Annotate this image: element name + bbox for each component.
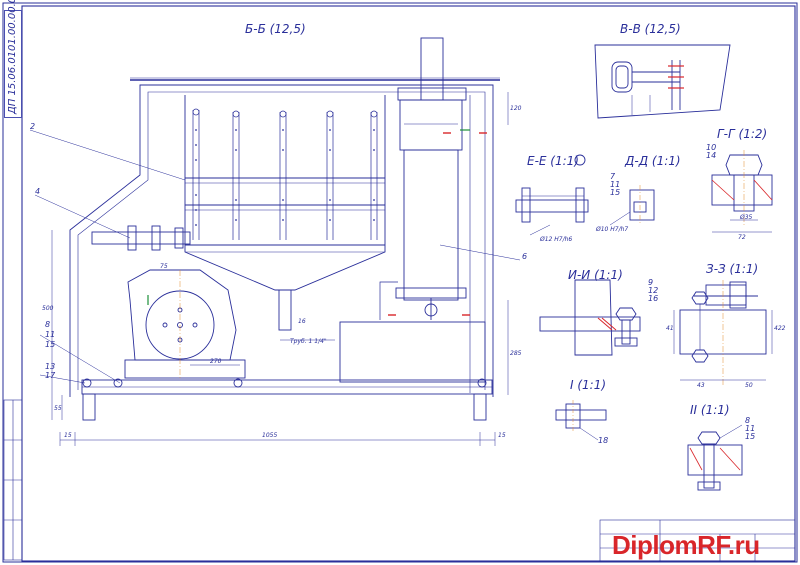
view-vv	[594, 44, 731, 119]
dim-h-120: 120	[510, 105, 522, 112]
leader-2: 2	[30, 122, 36, 131]
dim-fit-ee: Ø12 H7/h6	[540, 236, 573, 243]
dim-50: 50	[745, 382, 753, 389]
dim-422: 422	[774, 325, 786, 332]
dim-h-285: 285	[510, 350, 522, 357]
view-gg	[711, 150, 773, 233]
filter-column	[395, 37, 467, 320]
drain-pipe	[278, 289, 292, 331]
section-ii-title: И-И (1:1)	[568, 268, 623, 282]
dim-h-500: 500	[42, 305, 54, 312]
leader-d15: 15	[610, 188, 621, 197]
dim-16: 16	[298, 318, 306, 325]
watermark-brand: DiplomRF	[612, 530, 728, 560]
inner-frame	[21, 5, 796, 562]
pump	[124, 269, 246, 379]
leader-d7: 7	[610, 172, 616, 181]
stamp-box	[4, 10, 22, 118]
dim-43: 43	[697, 382, 705, 389]
leader-17: 17	[45, 371, 56, 380]
view-dd	[609, 185, 655, 226]
heater-rods	[192, 108, 378, 240]
section-ee-title: Е-Е (1:1)	[527, 154, 579, 168]
dim-right-15: 15	[498, 432, 506, 439]
dim-total-width: 1055	[262, 432, 278, 439]
drawing-code-stamp: ДП 15.06.0101.00.00.000	[7, 0, 18, 114]
dim-left-15: 15	[64, 432, 72, 439]
watermark-logo: DiplomRF.ru	[612, 530, 760, 561]
pipe-label: Труб. 1 1/4"	[290, 338, 327, 345]
leader-6: 6	[522, 252, 528, 261]
detail-ii-title: II (1:1)	[690, 403, 730, 417]
inlet-pipe	[91, 231, 191, 245]
title-block	[599, 519, 796, 562]
dim-270: 270	[210, 358, 222, 365]
view-i	[555, 400, 607, 441]
dim-41: 41	[666, 325, 674, 332]
watermark-suffix: .ru	[727, 530, 760, 560]
section-gg-title: Г-Г (1:2)	[717, 127, 768, 141]
leader-i16: 16	[648, 294, 659, 303]
leader-d11: 11	[610, 180, 621, 189]
dim-fit-dd: Ø10 H7/h7	[596, 226, 629, 233]
dimension-lines	[29, 92, 521, 446]
detail-i-title: I (1:1)	[570, 378, 607, 392]
view-ii	[539, 279, 641, 356]
leader-i9: 9	[648, 278, 654, 287]
leader-4: 4	[35, 187, 41, 196]
housing-outline	[69, 84, 494, 397]
leader-15: 15	[45, 340, 56, 349]
main-view-bb	[29, 37, 521, 446]
section-bb-title: Б-Б (12,5)	[245, 22, 306, 36]
leader-8: 8	[45, 320, 51, 329]
leader-w11: 11	[745, 424, 756, 433]
leader-w8: 8	[745, 416, 751, 425]
view-ee	[515, 154, 589, 236]
leader-w15: 15	[745, 432, 756, 441]
section-vv-title: В-В (12,5)	[620, 22, 681, 36]
leader-11: 11	[45, 330, 56, 339]
view-zz	[673, 280, 773, 385]
leader-13: 13	[45, 362, 56, 371]
leader-i12: 12	[648, 286, 659, 295]
lower-compartment	[339, 321, 486, 383]
view-ii-detail	[687, 424, 743, 491]
dim-35: Ø35	[740, 214, 753, 221]
leader-g10: 10	[706, 143, 717, 152]
leader-g14: 14	[706, 151, 717, 160]
dim-72: 72	[738, 234, 746, 241]
dim-75: 75	[160, 263, 168, 270]
left-title-strip	[3, 399, 23, 561]
dim-h-55: 55	[54, 405, 62, 412]
rod-dots	[195, 129, 375, 226]
section-zz-title: З-З (1:1)	[706, 262, 759, 276]
section-dd-title: Д-Д (1:1)	[625, 154, 681, 168]
leader-v18: 18	[598, 436, 609, 445]
tank	[184, 95, 386, 291]
base-frame	[81, 378, 493, 421]
